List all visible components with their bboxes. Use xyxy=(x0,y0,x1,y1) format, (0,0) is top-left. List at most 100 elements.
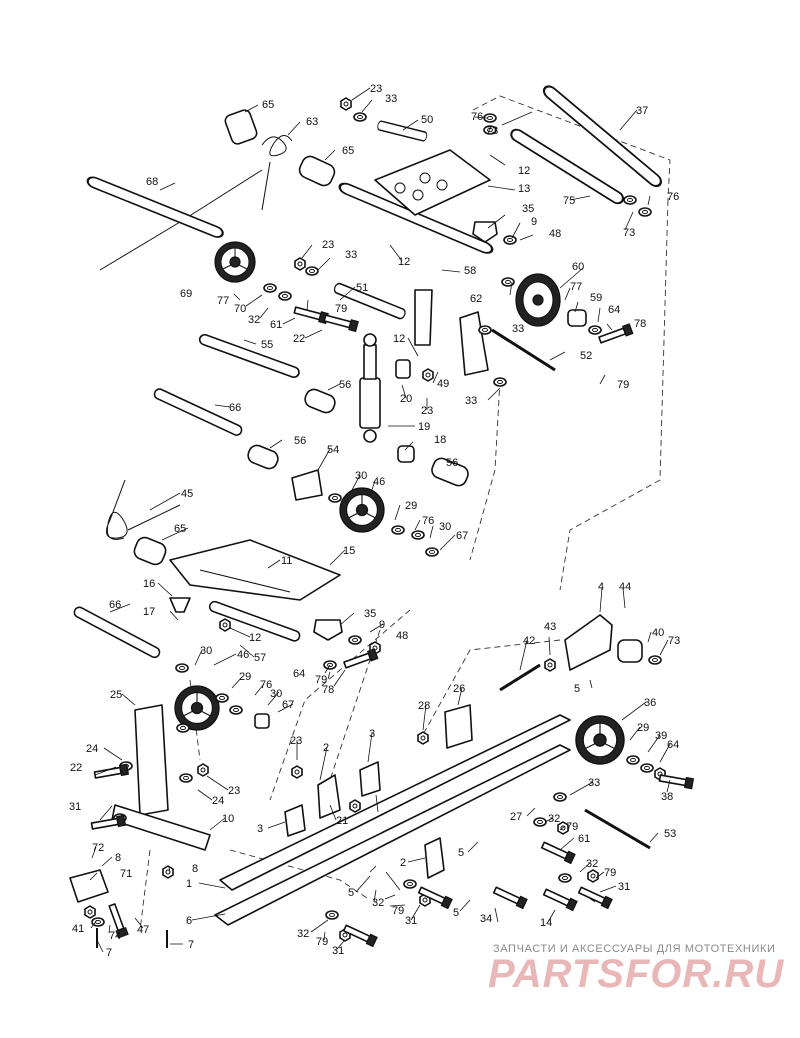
callout-73: 73 xyxy=(486,125,498,137)
callout-23: 23 xyxy=(228,785,240,797)
callout-64: 64 xyxy=(667,739,679,751)
callout-61: 61 xyxy=(270,319,282,331)
callout-20: 20 xyxy=(400,393,412,405)
callout-78: 78 xyxy=(634,318,646,330)
callout-33: 33 xyxy=(465,395,477,407)
callout-8: 8 xyxy=(115,852,121,864)
callout-43: 43 xyxy=(544,621,556,633)
stopper-35-b xyxy=(313,619,343,641)
idler-wheel-60 xyxy=(515,273,561,327)
callout-77: 77 xyxy=(217,295,229,307)
callout-54: 54 xyxy=(327,444,339,456)
bushing-56-c xyxy=(431,457,469,487)
middle-suspension-parts xyxy=(71,479,643,765)
bushing-67 xyxy=(254,713,270,729)
callout-3: 3 xyxy=(369,728,375,740)
callout-14: 14 xyxy=(540,917,552,929)
callout-23: 23 xyxy=(421,405,433,417)
bracket-2-a xyxy=(317,774,341,819)
callout-66: 66 xyxy=(229,402,241,414)
bracket-3-a xyxy=(359,761,381,797)
callout-32: 32 xyxy=(297,928,309,940)
callout-32: 32 xyxy=(248,314,260,326)
callout-12: 12 xyxy=(393,333,405,345)
bumper-16 xyxy=(169,597,191,613)
callout-23: 23 xyxy=(370,83,382,95)
front-arm-11 xyxy=(169,539,341,601)
callout-21: 21 xyxy=(336,815,348,827)
callout-76: 76 xyxy=(667,191,679,203)
callout-27: 27 xyxy=(510,811,522,823)
callout-78: 78 xyxy=(322,684,334,696)
callout-67: 67 xyxy=(456,530,468,542)
bushing-65-lower xyxy=(133,536,167,566)
hardware xyxy=(84,97,695,948)
callout-71: 71 xyxy=(120,868,132,880)
bolt-42 xyxy=(499,663,541,692)
slide-rail-6 xyxy=(214,744,571,926)
bracket-26 xyxy=(444,704,473,749)
upper-arm-13 xyxy=(374,149,491,216)
callout-65: 65 xyxy=(174,523,186,535)
callout-12: 12 xyxy=(398,256,410,268)
upper-suspension-parts xyxy=(85,82,665,501)
callout-64: 64 xyxy=(293,668,305,680)
callout-45: 45 xyxy=(181,488,193,500)
callout-53: 53 xyxy=(664,828,676,840)
shock-absorber-19 xyxy=(359,333,381,443)
callout-70: 70 xyxy=(234,303,246,315)
callout-49: 49 xyxy=(437,378,449,390)
callout-75: 75 xyxy=(563,195,575,207)
callout-79: 79 xyxy=(617,379,629,391)
bracket-54 xyxy=(291,469,323,501)
bushing-56-a xyxy=(304,388,336,414)
callout-35: 35 xyxy=(364,608,376,620)
callout-76: 76 xyxy=(471,111,483,123)
callout-47: 47 xyxy=(137,924,149,936)
bracket-3-b xyxy=(284,804,306,837)
callout-79: 79 xyxy=(392,905,404,917)
callout-32: 32 xyxy=(548,813,560,825)
callout-3: 3 xyxy=(257,823,263,835)
callout-73: 73 xyxy=(623,227,635,239)
idler-wheel-69 xyxy=(214,241,256,283)
callout-30: 30 xyxy=(355,470,367,482)
bushing-59 xyxy=(567,309,587,327)
callout-30: 30 xyxy=(200,645,212,657)
callout-10: 10 xyxy=(222,813,234,825)
callout-79: 79 xyxy=(335,303,347,315)
callout-56: 56 xyxy=(446,457,458,469)
callout-12: 12 xyxy=(518,165,530,177)
callout-59: 59 xyxy=(590,292,602,304)
callout-17: 17 xyxy=(143,606,155,618)
callout-24: 24 xyxy=(212,795,224,807)
callout-41: 41 xyxy=(72,923,84,935)
callout-39: 39 xyxy=(655,730,667,742)
callout-5: 5 xyxy=(458,847,464,859)
idler-wheel-46-a xyxy=(339,487,385,533)
callout-74: 74 xyxy=(109,930,121,942)
callout-77: 77 xyxy=(570,281,582,293)
callout-2: 2 xyxy=(400,857,406,869)
rear-bracket-71 xyxy=(69,869,109,903)
spacer-40 xyxy=(617,639,643,663)
callout-58: 58 xyxy=(464,265,476,277)
callout-4: 4 xyxy=(598,581,604,593)
callout-labels: 23 33 65 63 50 76 73 37 65 12 13 68 75 7… xyxy=(69,83,680,959)
callout-69: 69 xyxy=(180,288,192,300)
callout-35: 35 xyxy=(522,203,534,215)
callout-36: 36 xyxy=(644,697,656,709)
callout-72: 72 xyxy=(92,842,104,854)
long-bolt-52 xyxy=(491,328,556,372)
callout-32: 32 xyxy=(586,858,598,870)
callout-31: 31 xyxy=(405,915,417,927)
callout-46: 46 xyxy=(237,649,249,661)
callout-25: 25 xyxy=(110,689,122,701)
slide-block-4 xyxy=(564,614,613,671)
slide-rail-1 xyxy=(219,714,571,891)
callout-33: 33 xyxy=(345,249,357,261)
callout-5: 5 xyxy=(453,907,459,919)
callout-48: 48 xyxy=(549,228,561,240)
bushing-56-b xyxy=(247,444,279,470)
callout-30: 30 xyxy=(439,521,451,533)
